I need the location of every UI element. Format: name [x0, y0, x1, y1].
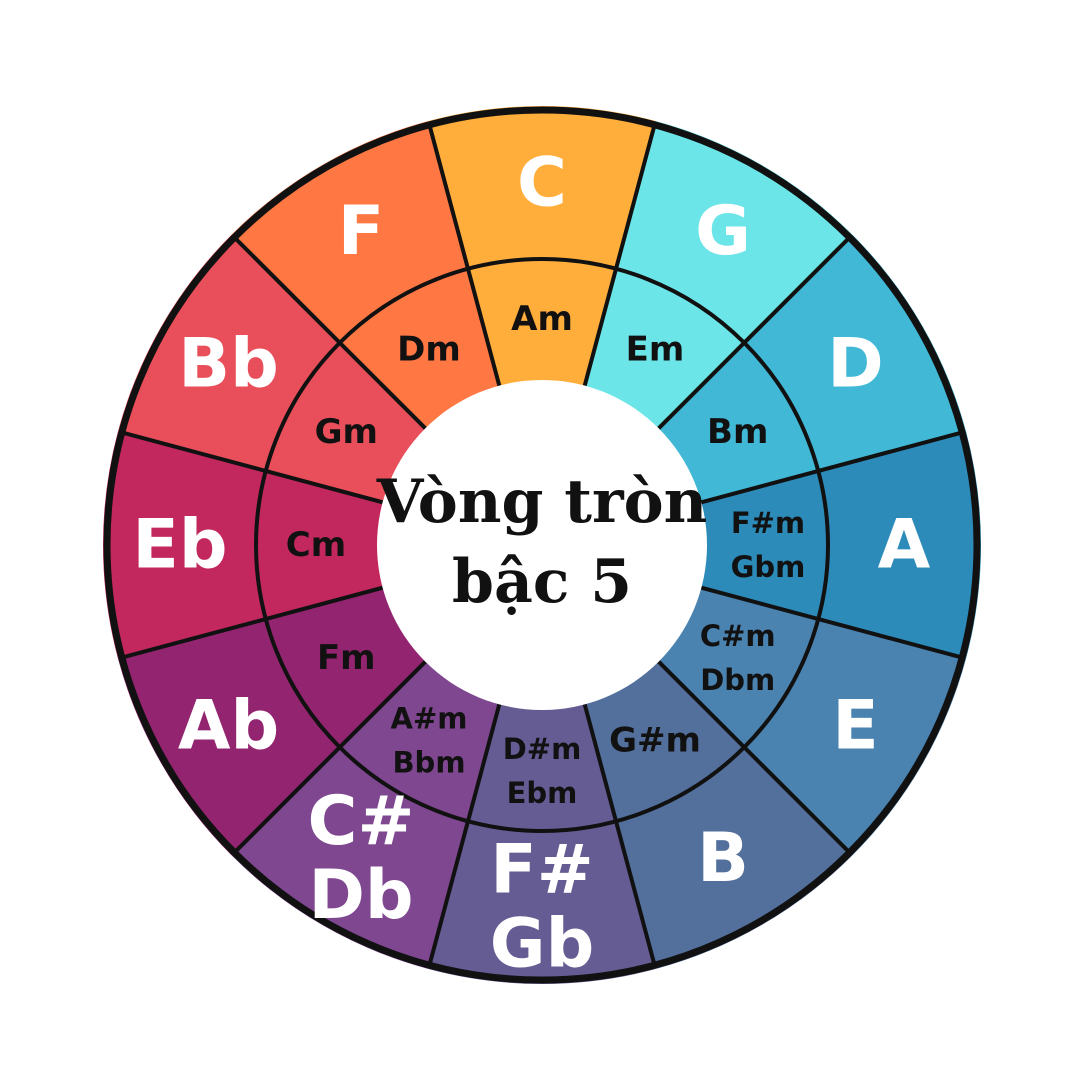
- minor-key-label: Em: [626, 329, 685, 369]
- major-segment-d: [744, 234, 967, 471]
- divider-line: [700, 585, 963, 660]
- minor-key-label: Gbm: [731, 550, 806, 584]
- major-segment-e: [744, 619, 967, 856]
- segments-layer: [102, 106, 981, 984]
- minor-segment-a: [697, 470, 828, 620]
- minor-segment-c: [467, 258, 617, 390]
- minor-segment-d: [655, 342, 819, 504]
- divider-line: [427, 124, 502, 387]
- minor-key-label: Ebm: [507, 776, 578, 810]
- minor-segment-bb: [265, 342, 429, 504]
- divider-line: [232, 660, 427, 855]
- major-key-label: C: [517, 144, 567, 223]
- minor-segment-f-sharp: [467, 700, 617, 831]
- major-segment-f: [231, 120, 468, 343]
- major-segment-c-sharp: [231, 747, 468, 970]
- minor-key-label: Fm: [317, 638, 376, 678]
- minor-segment-g: [583, 268, 745, 432]
- minor-key-label: Dbm: [700, 663, 775, 697]
- inner-ring-line: [254, 257, 830, 833]
- major-key-label: F: [338, 192, 384, 271]
- major-segment-c: [428, 106, 656, 269]
- minor-segment-ab: [265, 586, 429, 748]
- major-segment-b: [616, 747, 853, 970]
- major-segment-ab: [117, 619, 340, 856]
- major-key-label: F#: [490, 831, 593, 910]
- major-key-label: Bb: [178, 325, 279, 404]
- minor-key-label: Bbm: [392, 746, 465, 780]
- major-key-label: D: [827, 325, 883, 404]
- major-segment-a: [818, 431, 981, 659]
- minor-key-label: Am: [511, 299, 573, 339]
- center-title-line2: bậc 5: [452, 547, 632, 617]
- major-key-label: Ab: [178, 687, 279, 766]
- center-title-line1: Vòng tròn: [376, 467, 708, 537]
- divider-line: [121, 430, 384, 505]
- major-key-label: E: [832, 687, 878, 766]
- major-key-label: G: [695, 192, 751, 271]
- divider-line: [582, 124, 657, 387]
- minor-segment-f: [339, 268, 501, 432]
- minor-segment-e: [655, 586, 819, 748]
- minor-segment-b: [583, 658, 745, 822]
- minor-key-label: G#m: [609, 721, 701, 761]
- minor-key-label: Gm: [315, 412, 378, 452]
- divider-line: [700, 430, 963, 505]
- major-segment-g: [616, 120, 853, 343]
- major-key-label: C#: [308, 782, 415, 861]
- divider-line: [582, 703, 657, 966]
- minor-key-label: A#m: [391, 702, 468, 736]
- minor-key-label: Bm: [707, 412, 768, 452]
- major-segment-eb: [102, 431, 266, 659]
- minor-key-label: D#m: [503, 732, 582, 766]
- minor-key-label: Dm: [397, 329, 461, 369]
- major-key-label: Gb: [490, 905, 595, 984]
- center-disc: [377, 380, 707, 710]
- minor-key-label: C#m: [700, 619, 776, 653]
- major-segment-bb: [117, 234, 340, 471]
- major-key-label: Eb: [132, 506, 227, 585]
- outer-rim: [103, 106, 981, 984]
- minor-segment-c-sharp: [339, 658, 501, 822]
- major-key-label: B: [697, 819, 749, 898]
- divider-line: [657, 235, 852, 430]
- minor-key-label: F#m: [731, 506, 805, 540]
- minor-segment-eb: [256, 470, 387, 620]
- major-segment-f-sharp: [428, 821, 656, 984]
- divider-line: [232, 235, 427, 430]
- divider-line: [427, 703, 502, 966]
- divider-line: [657, 660, 852, 855]
- major-key-label: Db: [308, 856, 413, 935]
- divider-lines: [121, 124, 963, 966]
- divider-line: [121, 585, 384, 660]
- minor-key-label: Cm: [286, 525, 346, 565]
- major-key-label: A: [878, 506, 931, 585]
